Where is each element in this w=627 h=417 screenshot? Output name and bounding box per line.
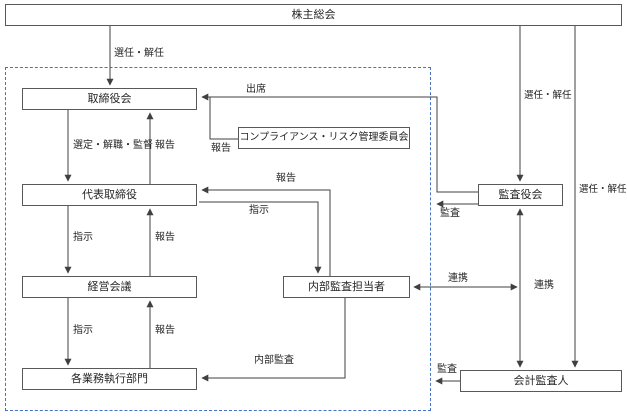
label-appoint-dismiss-auditboard: 選任・解任 bbox=[524, 90, 572, 101]
label-report-internal-audit: 報告 bbox=[276, 173, 296, 184]
label-appoint-dismiss-board: 選任・解任 bbox=[114, 48, 164, 59]
label-report-management: 報告 bbox=[155, 232, 175, 243]
node-representative-director: 代表取締役 bbox=[22, 184, 197, 206]
node-accounting-auditor: 会計監査人 bbox=[460, 370, 622, 392]
label-attendance: 出席 bbox=[246, 84, 266, 95]
node-shareholders-meeting: 株主総会 bbox=[5, 4, 622, 26]
node-board-of-directors: 取締役会 bbox=[22, 88, 197, 110]
label-audit-by-auditboard: 監査 bbox=[440, 208, 460, 219]
edge-internalaudit-report-representative bbox=[201, 186, 331, 276]
node-management-meeting: 経営会議 bbox=[22, 276, 197, 298]
label-appoint-dismiss-accounting: 選任・解任 bbox=[579, 184, 627, 195]
label-report-to-board: 報告 bbox=[155, 140, 175, 151]
label-report-compliance: 報告 bbox=[211, 143, 231, 154]
label-cooperation-horizontal: 連携 bbox=[448, 273, 468, 284]
edge-internalaudit-audits-departments bbox=[201, 298, 346, 382]
label-report-departments: 報告 bbox=[155, 325, 175, 336]
label-select-dismiss-supervise: 選定・解職・監督 bbox=[73, 140, 153, 151]
label-instruct-departments: 指示 bbox=[73, 325, 93, 336]
label-internal-audit-flow: 内部監査 bbox=[254, 355, 294, 366]
label-audit-by-accounting: 監査 bbox=[437, 364, 457, 375]
label-cooperation-vertical: 連携 bbox=[534, 280, 554, 291]
label-instruct-internal-audit: 指示 bbox=[249, 205, 269, 216]
node-business-execution-departments: 各業務執行部門 bbox=[22, 368, 197, 390]
node-audit-supervisory-board: 監査役会 bbox=[478, 184, 563, 206]
edge-auditboard-attendance-to-board bbox=[201, 93, 478, 193]
edge-compliance-report-to-board bbox=[209, 97, 238, 140]
node-compliance-risk-committee: コンプライアンス・リスク管理委員会 bbox=[238, 127, 410, 149]
edge-representative-instruct-internalaudit bbox=[199, 201, 322, 274]
label-instruct-management: 指示 bbox=[73, 232, 93, 243]
company-boundary-dashed-box bbox=[5, 67, 431, 411]
node-internal-audit-staff: 内部監査担当者 bbox=[283, 276, 410, 298]
